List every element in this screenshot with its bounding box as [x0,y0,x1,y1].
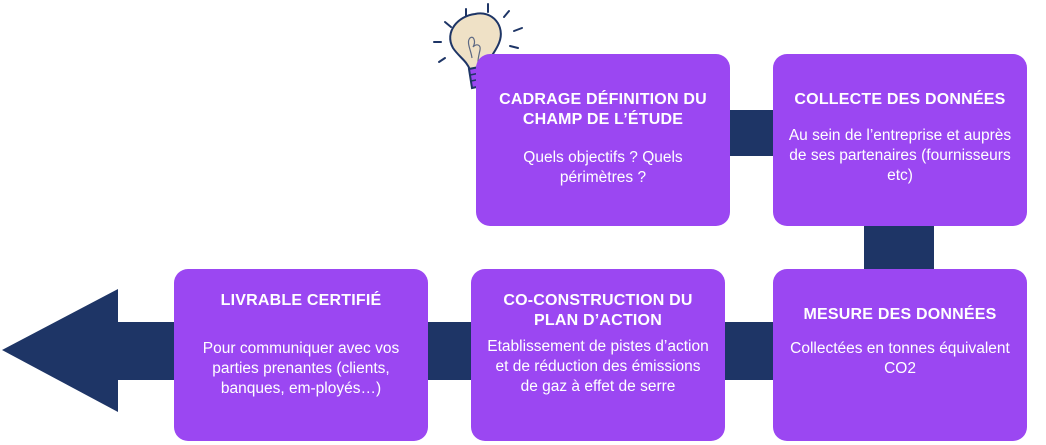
step-title: CADRAGE DÉFINITION DU CHAMP DE L’ÉTUDE [499,91,707,128]
connector-right [864,224,934,272]
step-title: MESURE DES DONNÉES [803,306,997,323]
step-description: Au sein de l’entreprise et auprès de ses… [788,127,1012,184]
step-title: LIVRABLE CERTIFIÉ [220,292,382,309]
step-collecte: COLLECTE DES DONNÉES Au sein de l’entrep… [773,54,1027,226]
step-mesure: MESURE DES DONNÉES Collectées en tonnes … [773,269,1027,441]
step-description: Quels objectifs ? Quels périmètres ? [523,149,683,186]
step-livrable: LIVRABLE CERTIFIÉ Pour communiquer avec … [174,269,428,441]
step-cadrage: CADRAGE DÉFINITION DU CHAMP DE L’ÉTUDE Q… [476,54,730,226]
step-description: Pour communiquer avec vos parties prenan… [202,340,400,397]
step-title: COLLECTE DES DONNÉES [794,91,1006,108]
step-description: Etablissement de pistes d’action et de r… [487,338,709,395]
step-description: Collectées en tonnes équivalent CO2 [790,340,1010,377]
step-co-construction: CO-CONSTRUCTION DU PLAN D’ACTION Etablis… [471,269,725,441]
connector-top [728,110,776,156]
arrow-left-icon [2,289,118,412]
step-title: CO-CONSTRUCTION DU PLAN D’ACTION [503,292,693,329]
